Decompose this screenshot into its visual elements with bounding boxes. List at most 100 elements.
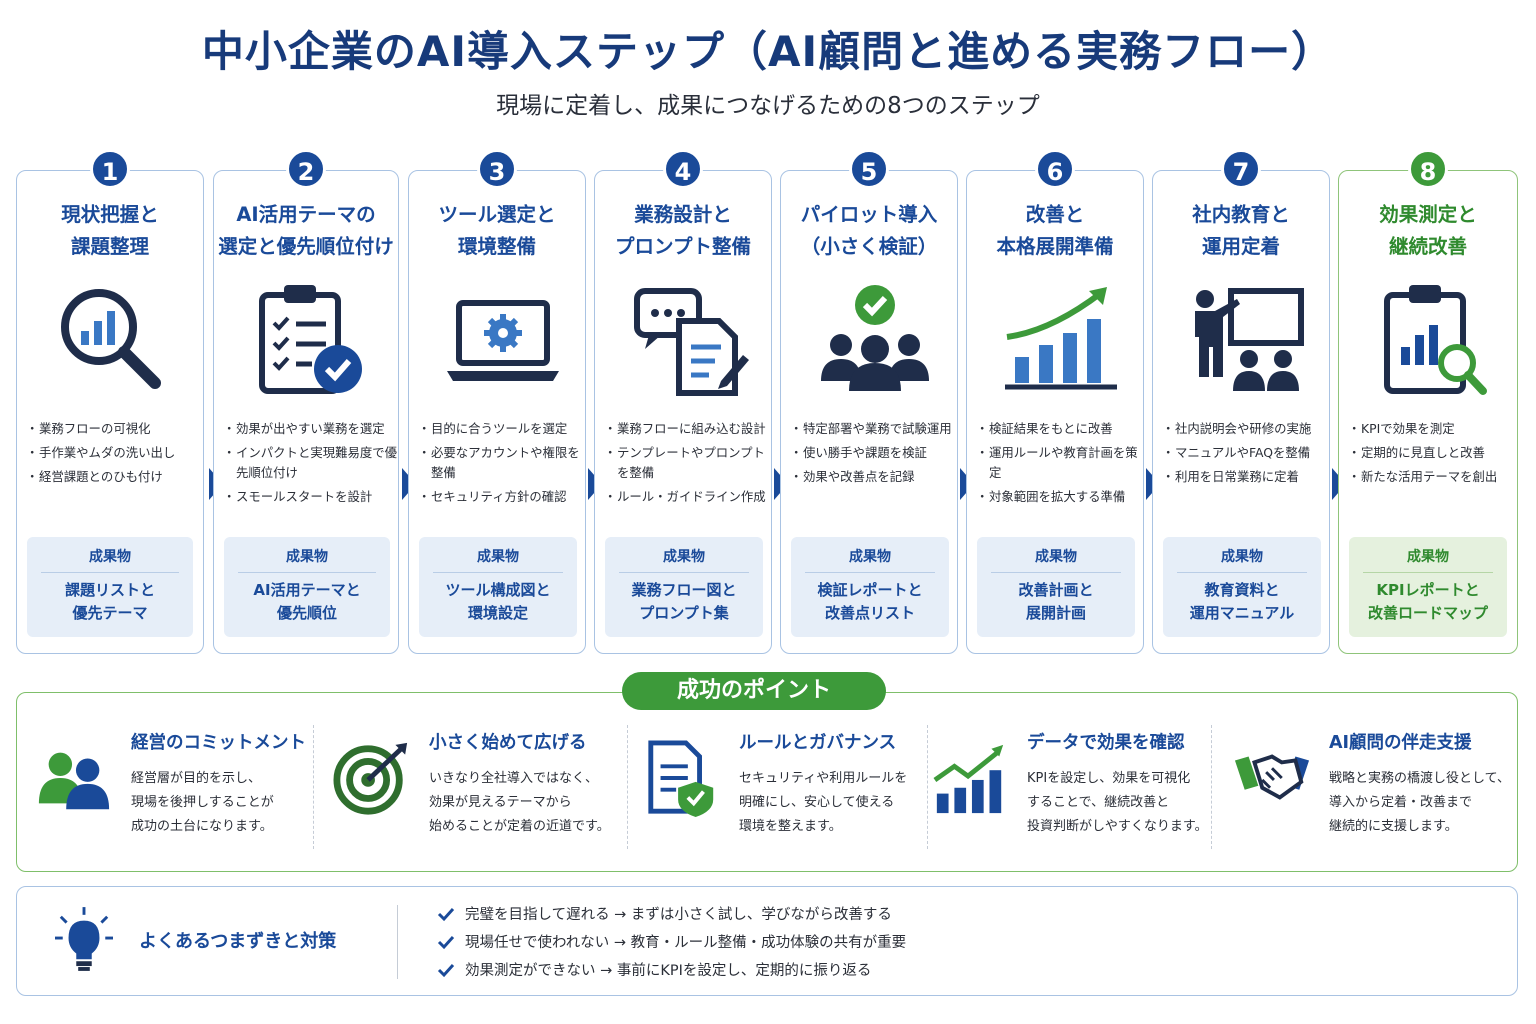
step-title: 社内教育と 運用定着 — [1192, 203, 1290, 258]
divider — [627, 725, 628, 849]
step-number: 3 — [477, 149, 517, 189]
bullet: 手作業やムダの洗い出し — [26, 443, 201, 463]
lightbulb-icon — [55, 907, 113, 971]
bullet: 経営課題とのひも付け — [26, 467, 201, 487]
chat-document-icon — [634, 288, 749, 396]
bullet: ルール・ガイドライン作成 — [604, 487, 767, 507]
handshake-icon — [1234, 754, 1310, 800]
pitfalls-title: よくあるつまずきと対策 — [139, 931, 337, 952]
deliverable-label: 成果物 — [619, 546, 749, 573]
page-subtitle: 現場に定着し、成果につなげるための8つのステップ — [496, 93, 1040, 119]
laptop-gear-icon — [447, 300, 559, 381]
divider — [1211, 725, 1212, 849]
divider — [397, 905, 398, 979]
check-icon — [437, 907, 455, 922]
pitfalls-panel: よくあるつまずきと対策 完璧を目指して遅れる → まずは小さく試し、学びながら改… — [16, 886, 1518, 996]
bullet: KPIで効果を測定 — [1348, 419, 1515, 439]
bullet: 業務フローに組み込む設計 — [604, 419, 767, 439]
step-number: 5 — [849, 149, 889, 189]
clipboard-check-icon — [259, 285, 362, 394]
target-icon — [333, 742, 408, 815]
deliverable-box: 成果物 課題リストと 優先テーマ — [27, 537, 193, 637]
step-number: 2 — [286, 149, 326, 189]
deliverable-box: 成果物 AI活用テーマと 優先順位 — [224, 537, 390, 637]
bullet: 効果や改善点を記録 — [790, 467, 955, 487]
point-item: 小さく始めて広げる いきなり全社導入ではなく、 効果が見えるテーマから 始めるこ… — [333, 721, 629, 851]
deliverable-text: 業務フロー図と プロンプト集 — [631, 581, 737, 622]
team-check-icon — [821, 285, 929, 391]
point-item: 経営のコミットメント 経営層が目的を示し、 現場を後押しすることが 成功の土台に… — [35, 721, 315, 851]
step-bullets: 社内説明会や研修の実施 マニュアルやFAQを整備 利用を日常業務に定着 — [1162, 419, 1327, 491]
document-shield-icon — [648, 740, 714, 817]
bullet: 業務フローの可視化 — [26, 419, 201, 439]
pitfall-item: 現場任せで使われない → 教育・ルール整備・成功体験の共有が重要 — [437, 929, 906, 957]
bullet: 社内説明会や研修の実施 — [1162, 419, 1327, 439]
page-title: 中小企業のAI導入ステップ（AI顧問と進める実務フロー） — [201, 27, 1335, 76]
step-number: 1 — [90, 149, 130, 189]
people-icon — [38, 752, 110, 810]
point-title: データで効果を確認 — [1027, 733, 1185, 753]
step-bullets: 目的に合うツールを選定 必要なアカウントや権限を整備 セキュリティ方針の確認 — [418, 419, 581, 511]
growth-chart-icon — [1005, 287, 1117, 390]
point-body: セキュリティや利用ルールを 明確にし、安心して使える 環境を整えます。 — [739, 771, 908, 834]
step-title: 効果測定と 継続改善 — [1379, 203, 1477, 258]
step-card-3: 3 ツール選定と 環境整備 目的に合うツールを選定 必要なアカウントや権限を整備… — [408, 149, 586, 654]
step-bullets: 効果が出やすい業務を選定 インパクトと実現難易度で優先順位付け スモールスタート… — [223, 419, 398, 511]
pitfall-item: 完璧を目指して遅れる → まずは小さく試し、学びながら改善する — [437, 901, 906, 929]
bullet: 利用を日常業務に定着 — [1162, 467, 1327, 487]
step-card-1: 1 現状把握と 課題整理 業務フローの可視化 手作業やムダの洗い出し 経営課題と… — [16, 149, 204, 654]
step-number: 8 — [1408, 149, 1448, 189]
deliverable-box: 成果物 業務フロー図と プロンプト集 — [605, 537, 763, 637]
divider — [927, 725, 928, 849]
step-title: 業務設計と プロンプト整備 — [615, 203, 751, 258]
point-title: 経営のコミットメント — [131, 733, 306, 753]
success-points-header: 成功のポイント — [622, 672, 886, 710]
deliverable-label: 成果物 — [805, 546, 935, 573]
point-body: 経営層が目的を示し、 現場を後押しすることが 成功の土台になります。 — [131, 771, 274, 834]
check-icon — [437, 963, 455, 978]
step-card-4: 4 業務設計と プロンプト整備 業務フローに組み込む設計 テンプレートやプロンプ… — [594, 149, 772, 654]
bullet: セキュリティ方針の確認 — [418, 487, 581, 507]
bullet: 運用ルールや教育計画を策定 — [976, 443, 1141, 483]
step-bullets: 業務フローに組み込む設計 テンプレートやプロンプトを整備 ルール・ガイドライン作… — [604, 419, 767, 511]
bullet: 目的に合うツールを選定 — [418, 419, 581, 439]
bullet: 検証結果をもとに改善 — [976, 419, 1141, 439]
bullet: 対象範囲を拡大する準備 — [976, 487, 1141, 507]
point-body: KPIを設定し、効果を可視化 することで、継続改善と 投資判断がしやすくなります… — [1027, 771, 1208, 834]
step-bullets: 検証結果をもとに改善 運用ルールや教育計画を策定 対象範囲を拡大する準備 — [976, 419, 1141, 511]
step-card-2: 2 AI活用テーマの 選定と優先順位付け 効果が出やすい業務を選定 インパクトと… — [213, 149, 399, 654]
deliverable-text: AI活用テーマと 優先順位 — [253, 581, 361, 622]
deliverable-label: 成果物 — [433, 546, 563, 573]
deliverable-label: 成果物 — [238, 546, 376, 573]
deliverable-text: 検証レポートと 改善点リスト — [817, 581, 923, 622]
step-card-5: 5 パイロット導入 （小さく検証） 特定部署や業務で試験運用 使い勝手や課題を検… — [780, 149, 958, 654]
step-title: AI活用テーマの 選定と優先順位付け — [218, 203, 394, 258]
divider — [313, 725, 314, 849]
bar-chart-icon — [933, 744, 1004, 814]
step-title: パイロット導入 （小さく検証） — [800, 203, 938, 258]
step-card-8: 8 効果測定と 継続改善 KPIで効果を測定 定期的に見直しと改善 新たな活用テ… — [1338, 149, 1518, 654]
deliverable-label: 成果物 — [1177, 546, 1307, 573]
bullet: インパクトと実現難易度で優先順位付け — [223, 443, 398, 483]
pitfall-item: 効果測定ができない → 事前にKPIを設定し、定期的に振り返る — [437, 957, 906, 985]
point-title: ルールとガバナンス — [739, 733, 897, 753]
point-body: いきなり全社導入ではなく、 効果が見えるテーマから 始めることが定着の近道です。 — [429, 771, 610, 834]
deliverable-box: 成果物 ツール構成図と 環境設定 — [419, 537, 577, 637]
step-bullets: 業務フローの可視化 手作業やムダの洗い出し 経営課題とのひも付け — [26, 419, 201, 491]
deliverable-box: 成果物 KPIレポートと 改善ロードマップ — [1349, 537, 1507, 637]
step-title: 改善と 本格展開準備 — [996, 203, 1114, 258]
step-number: 7 — [1221, 149, 1261, 189]
deliverable-text: KPIレポートと 改善ロードマップ — [1367, 581, 1488, 622]
point-item: データで効果を確認 KPIを設定し、効果を可視化 することで、継続改善と 投資判… — [931, 721, 1221, 851]
step-card-7: 7 社内教育と 運用定着 社内説明会や研修の実施 マニュアルやFAQを整備 利用… — [1152, 149, 1330, 654]
deliverable-box: 成果物 検証レポートと 改善点リスト — [791, 537, 949, 637]
bullet: 使い勝手や課題を検証 — [790, 443, 955, 463]
bullet: スモールスタートを設計 — [223, 487, 398, 507]
step-title: ツール選定と 環境整備 — [438, 203, 556, 258]
deliverable-text: 改善計画と 展開計画 — [1018, 581, 1094, 622]
bullet: テンプレートやプロンプトを整備 — [604, 443, 767, 483]
deliverable-label: 成果物 — [991, 546, 1121, 573]
point-body: 戦略と実務の橋渡し役として、 導入から定着・改善まで 継続的に支援します。 — [1329, 771, 1510, 834]
pitfalls-list: 完璧を目指して遅れる → まずは小さく試し、学びながら改善する 現場任せで使われ… — [437, 901, 906, 985]
step-number: 6 — [1035, 149, 1075, 189]
